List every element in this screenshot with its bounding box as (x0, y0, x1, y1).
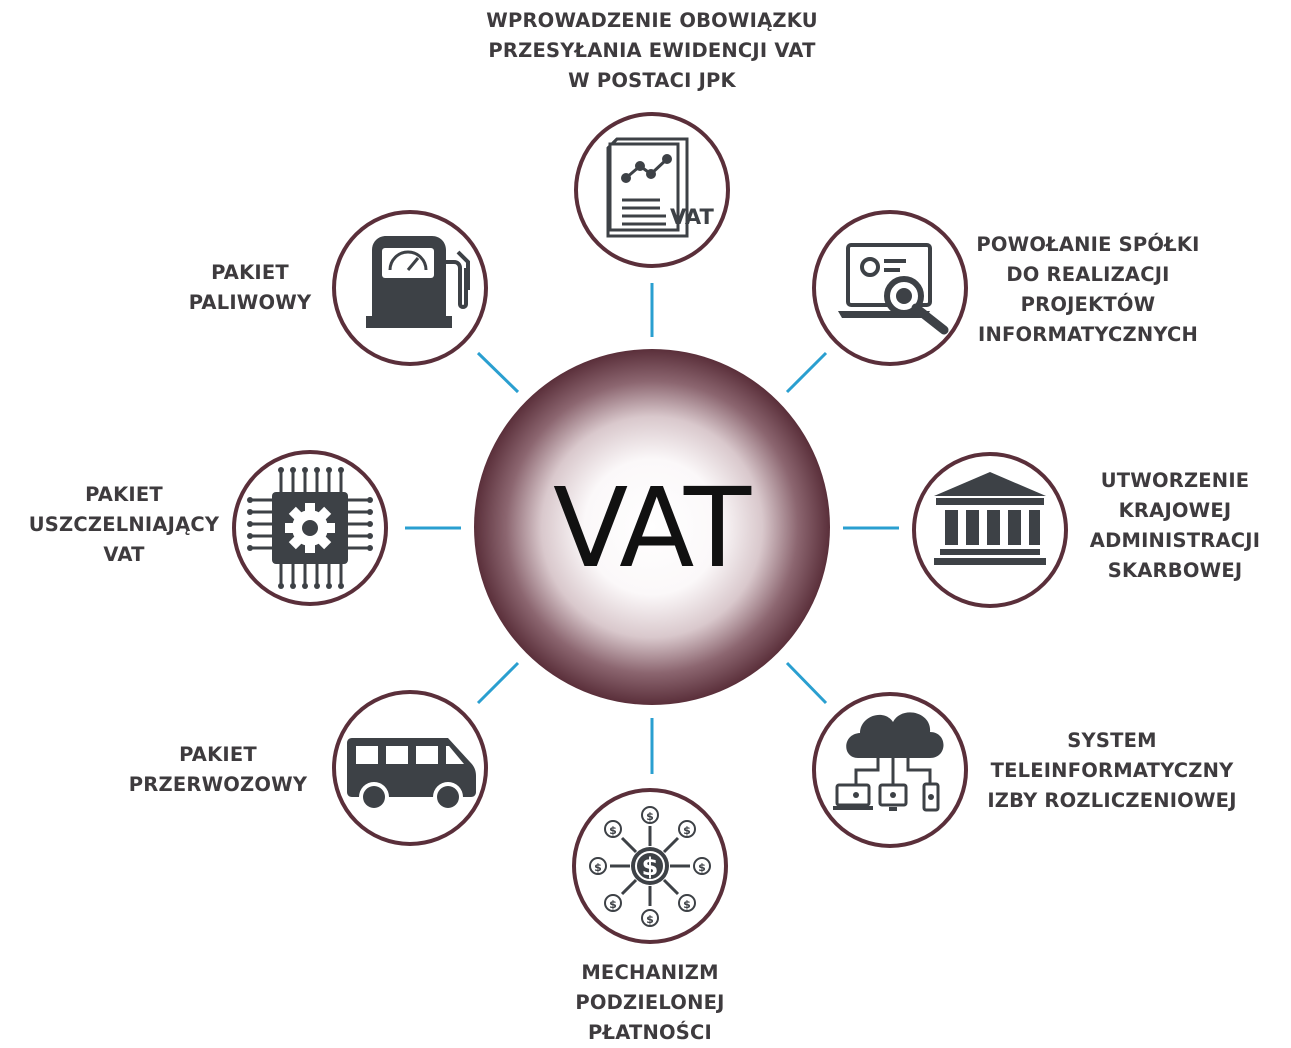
connector-top-left (476, 351, 520, 394)
label-system-line-3: IZBY ROZLICZENIOWEJ (987, 789, 1237, 812)
label-split: MECHANIZM PODZIELONEJ PŁATNOŚCI (530, 958, 770, 1048)
svg-text:$: $ (594, 861, 602, 874)
connector-bottom-right (785, 661, 828, 705)
svg-text:$: $ (683, 898, 691, 911)
label-paliwowy-line-1: PAKIET (211, 261, 289, 284)
label-kas-line-3: ADMINISTRACJI (1089, 529, 1261, 552)
label-jpk-line-2: PRZESYŁANIA EWIDENCJI VAT (488, 39, 816, 62)
label-uszczelniajacy-line-3: VAT (103, 543, 145, 566)
label-split-line-2: PODZIELONEJ (575, 991, 725, 1014)
van-icon (347, 738, 476, 812)
label-system-line-2: TELEINFORMATYCZNY (990, 759, 1234, 782)
label-kas-line-2: KRAJOWEJ (1118, 499, 1232, 522)
label-uszczelniajacy-line-1: PAKIET (85, 483, 163, 506)
cloud-network-icon (833, 712, 944, 812)
svg-text:$: $ (646, 810, 654, 823)
svg-text:$: $ (609, 898, 617, 911)
label-split-line-3: PŁATNOŚCI (588, 1021, 712, 1044)
center-vat-label: VAT (552, 464, 751, 592)
label-spolka: POWOŁANIE SPÓŁKI DO REALIZACJI PROJEKTÓW… (968, 230, 1208, 350)
svg-text:$: $ (642, 853, 659, 881)
dollar-signs: $ $ $ $ $ $ $ $ $ (594, 810, 706, 926)
label-kas-line-4: SKARBOWEJ (1107, 559, 1243, 582)
vat-document-icon-label: VAT (670, 205, 714, 229)
label-kas-line-1: UTWORZENIE (1100, 469, 1250, 492)
bank-building-icon (934, 472, 1046, 565)
label-spolka-line-4: INFORMATYCZNYCH (977, 323, 1199, 346)
label-paliwowy-line-2: PALIWOWY (188, 291, 312, 314)
label-kas: UTWORZENIE KRAJOWEJ ADMINISTRACJI SKARBO… (1074, 466, 1276, 586)
label-uszczelniajacy: PAKIET USZCZELNIAJĄCY VAT (18, 480, 230, 570)
label-przewozowy-line-2: PRZERWOZOWY (128, 773, 308, 796)
svg-text:$: $ (609, 824, 617, 837)
label-split-line-1: MECHANIZM (581, 961, 719, 984)
svg-text:$: $ (646, 913, 654, 926)
laptop-magnifier-icon (838, 243, 949, 335)
label-spolka-line-3: PROJEKTÓW (1020, 293, 1156, 316)
label-spolka-line-2: DO REALIZACJI (1006, 263, 1170, 286)
label-przewozowy-line-1: PAKIET (179, 743, 257, 766)
label-system: SYSTEM TELEINFORMATYCZNY IZBY ROZLICZENI… (972, 726, 1252, 816)
label-jpk-line-1: WPROWADZENIE OBOWIĄZKU (486, 9, 818, 32)
dollar-network-icon (589, 806, 711, 927)
label-system-line-1: SYSTEM (1067, 729, 1157, 752)
label-jpk-line-3: W POSTACI JPK (568, 69, 736, 92)
vat-document-chart-icon (606, 137, 689, 238)
fuel-pump-icon (366, 236, 470, 328)
center-vat-circle (474, 349, 830, 705)
connector-top-right (785, 351, 828, 394)
label-jpk: WPROWADZENIE OBOWIĄZKU PRZESYŁANIA EWIDE… (452, 6, 852, 96)
connector-bottom-left (476, 661, 520, 705)
label-spolka-line-1: POWOŁANIE SPÓŁKI (976, 233, 1200, 256)
label-przewozowy: PAKIET PRZERWOZOWY (118, 740, 318, 800)
svg-text:$: $ (683, 824, 691, 837)
label-uszczelniajacy-line-2: USZCZELNIAJĄCY (28, 513, 220, 536)
label-paliwowy: PAKIET PALIWOWY (150, 258, 350, 318)
svg-text:$: $ (698, 861, 706, 874)
node-circle-system (812, 692, 968, 848)
connectors (405, 283, 899, 774)
chip-gear-icon (247, 467, 373, 589)
